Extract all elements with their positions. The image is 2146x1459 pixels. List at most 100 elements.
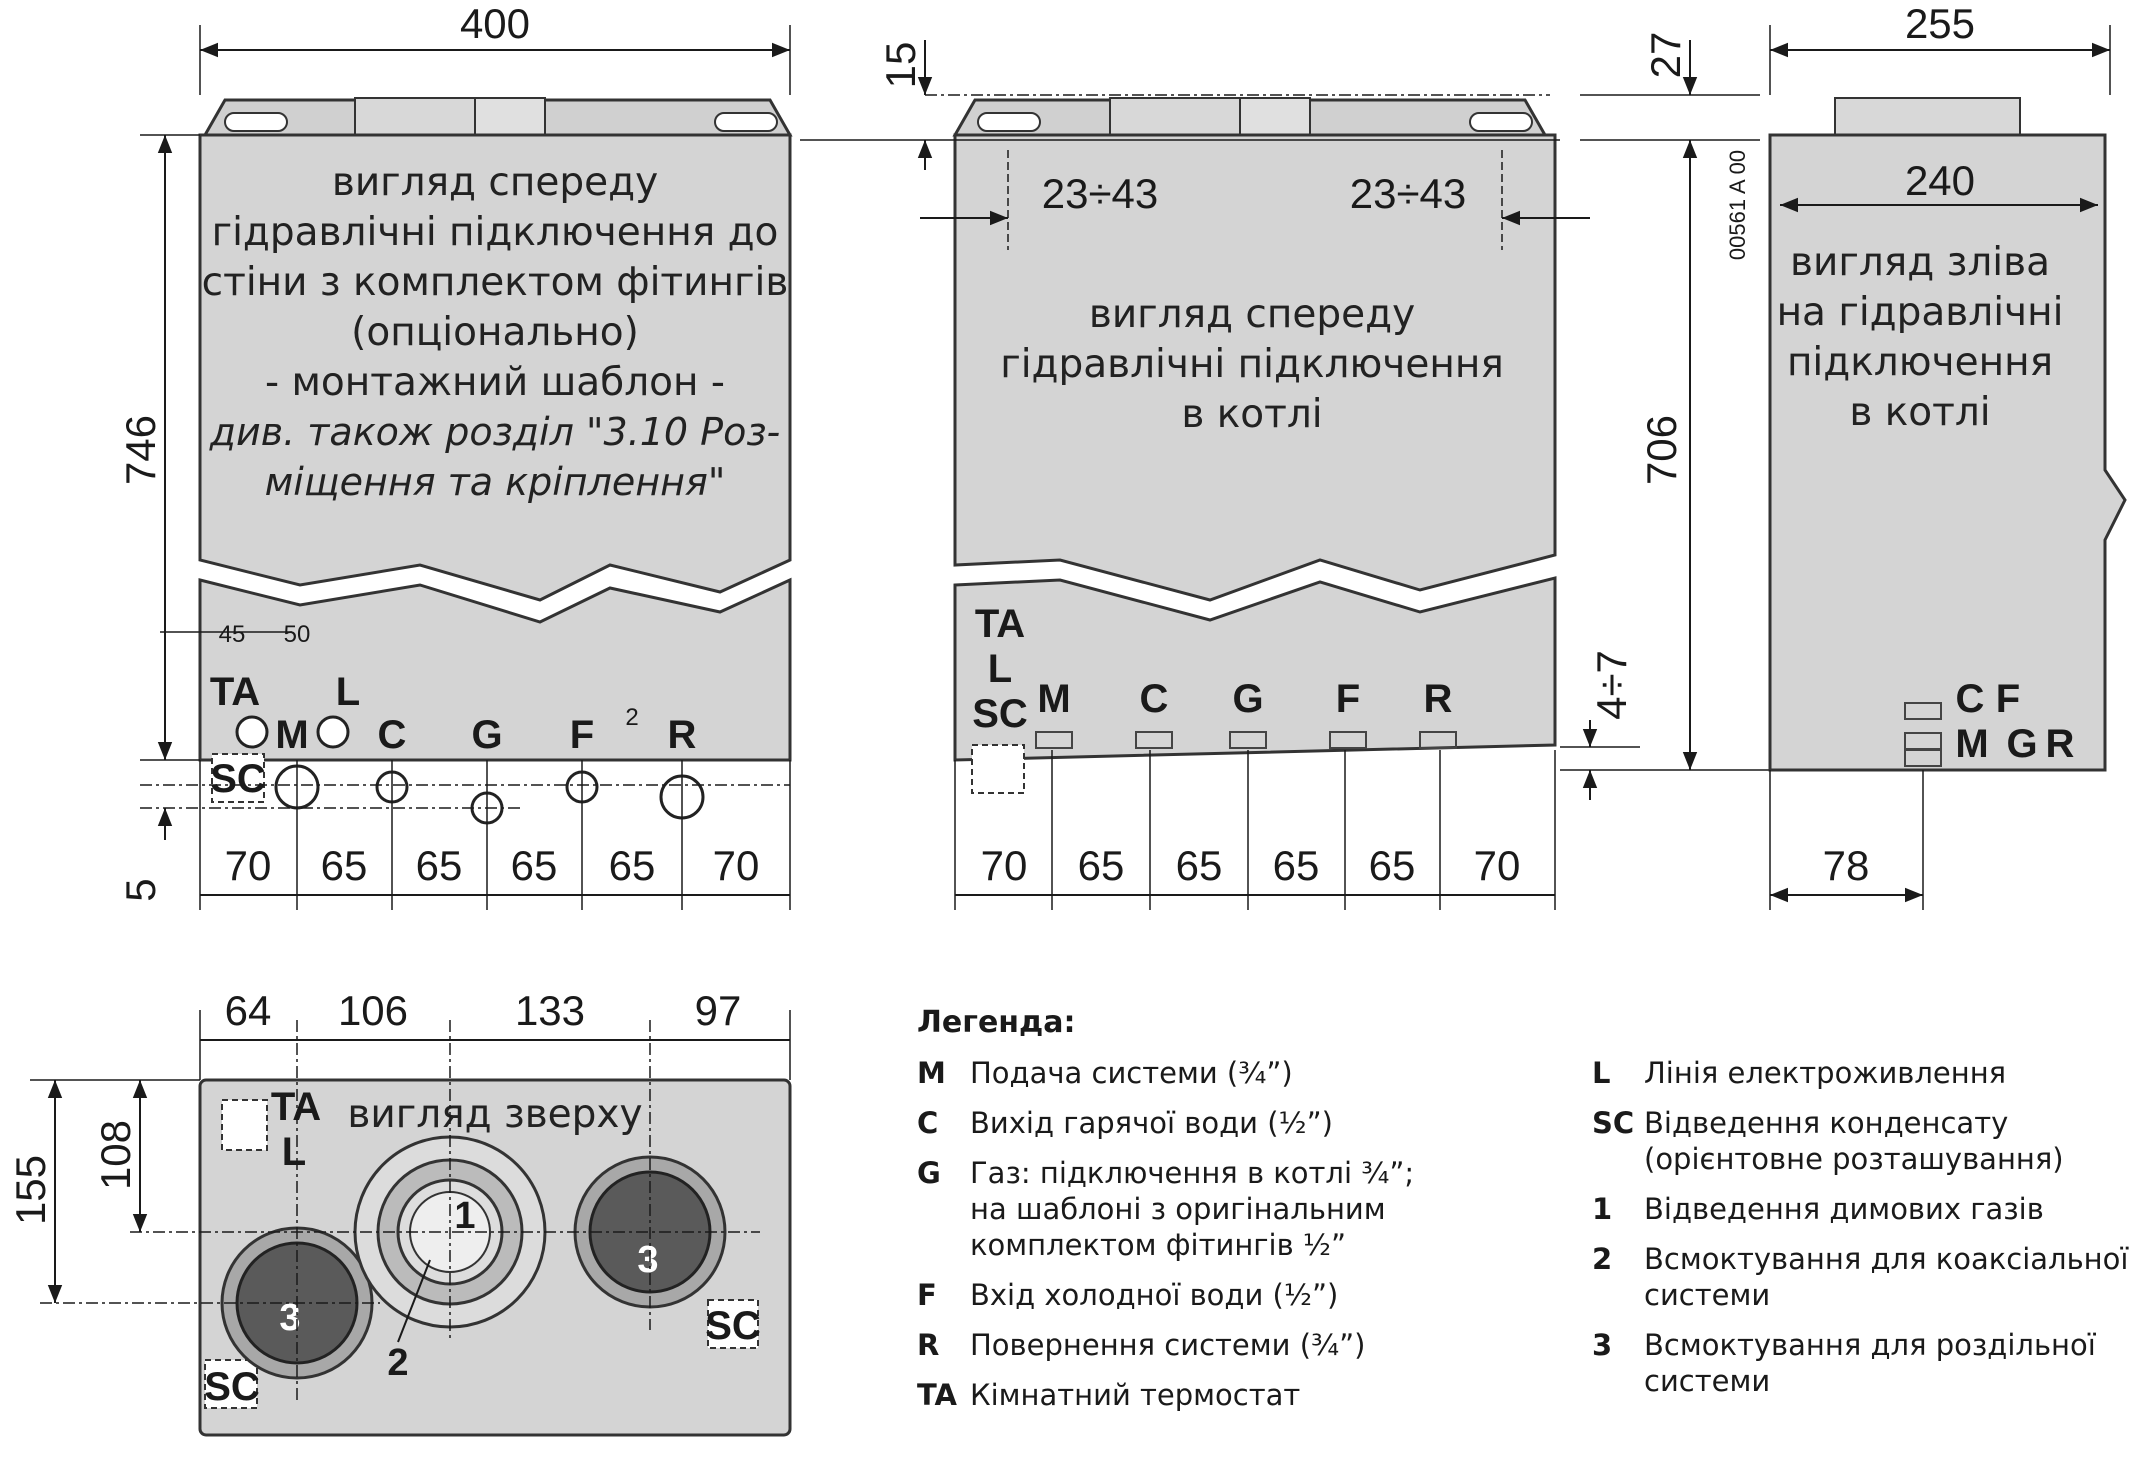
- legend-code: L: [1592, 1056, 1611, 1090]
- legend-text: Всмоктування для роздільної системи: [1644, 1328, 2096, 1398]
- label-ta-4: TA: [271, 1085, 321, 1129]
- label-c-3: C: [1956, 677, 1985, 721]
- legend-item-ta: TA Кімнатний термостат: [917, 1377, 1437, 1413]
- dim-spacing-boiler-3: 65: [1176, 842, 1223, 889]
- dim-small-45: 45: [219, 621, 246, 648]
- dim-bracket-right: 23÷43: [1350, 170, 1466, 217]
- label-l-1: L: [336, 670, 360, 714]
- legend-right-column: L Лінія електроживлення SC Відведення ко…: [1592, 1055, 2146, 1413]
- dim-top-spacing-1: 64: [225, 987, 272, 1034]
- legend-item-f: F Вхід холодної води (½”): [917, 1277, 1437, 1313]
- front-template-view: вигляд спереду гідравлічні підключення д…: [117, 0, 793, 910]
- front-boiler-title-line-2: гідравлічні підключення: [1000, 342, 1504, 387]
- dim-height-front: 746: [117, 415, 164, 485]
- left-side-view: вигляд зліва на гідравлічні підключення …: [1725, 0, 2127, 910]
- label-r-3: R: [2046, 722, 2075, 766]
- dim-depth-side: 255: [1905, 0, 1975, 47]
- top-view-title: вигляд зверху: [347, 1092, 642, 1137]
- dim-spacing-template-1: 70: [225, 842, 272, 889]
- legend-left-column: M Подача системи (¾”) C Вихід гарячої во…: [917, 1055, 1437, 1427]
- left-view-title-line-1: вигляд зліва: [1790, 240, 2050, 285]
- dim-top-spacing-3: 133: [515, 987, 585, 1034]
- dim-spacing-boiler-6: 70: [1474, 842, 1521, 889]
- dim-spacing-boiler-2: 65: [1078, 842, 1125, 889]
- label-sc-1: SC: [210, 757, 266, 801]
- label-f-1: F: [570, 713, 594, 757]
- dim-top-spacing-2: 106: [338, 987, 408, 1034]
- label-c-1: C: [378, 713, 407, 757]
- label-g-2: G: [1232, 677, 1263, 721]
- label-ta-1: TA: [210, 670, 260, 714]
- label-three-right: 3: [637, 1239, 658, 1281]
- legend-text: Повернення системи (¾”): [970, 1328, 1366, 1362]
- label-two: 2: [387, 1342, 408, 1384]
- legend-text: Вихід гарячої води (½”): [970, 1106, 1333, 1140]
- left-view-title-line-2: на гідравлічні: [1777, 290, 2064, 335]
- dim-bracket-left: 23÷43: [1042, 170, 1158, 217]
- dim-top-155: 155: [7, 1155, 54, 1225]
- legend-item-2: 2 Всмоктування для коаксіальної системи: [1592, 1241, 2146, 1313]
- dim-spacing-boiler-1: 70: [981, 842, 1028, 889]
- front-boiler-title-line-1: вигляд спереду: [1089, 292, 1415, 337]
- figure-code: 00561 A 00: [1725, 150, 1750, 260]
- legend-code: C: [917, 1106, 939, 1140]
- legend-code: M: [917, 1056, 946, 1090]
- label-sc-2: SC: [972, 692, 1028, 736]
- legend-code: 2: [1592, 1242, 1613, 1276]
- front-template-title-line-4: (опціонально): [351, 310, 639, 355]
- legend-text: Кімнатний термостат: [970, 1378, 1301, 1412]
- dim-spacing-boiler-4: 65: [1273, 842, 1320, 889]
- front-template-title-line-1: вигляд спереду: [332, 160, 658, 205]
- legend-code: TA: [917, 1378, 957, 1412]
- legend-code: 3: [1592, 1328, 1613, 1362]
- dim-small-2: 2: [625, 704, 638, 731]
- legend-code: 1: [1592, 1192, 1613, 1226]
- legend-code: R: [917, 1328, 940, 1362]
- top-view: вигляд зверху TA L SC SC 1 2 3 3 64 106 …: [7, 987, 792, 1437]
- label-m-1: M: [275, 713, 308, 757]
- dim-spacing-template-5: 65: [609, 842, 656, 889]
- legend-item-g: G Газ: підключення в котлі ¾”; на шаблон…: [917, 1155, 1437, 1263]
- label-c-2: C: [1140, 677, 1169, 721]
- dim-top-offset: 15: [877, 42, 924, 89]
- front-template-note-line-2: міщення та кріплення": [265, 460, 726, 504]
- legend-text: Всмоктування для коаксіальної системи: [1644, 1242, 2129, 1312]
- label-ta-2: TA: [975, 602, 1025, 646]
- label-g-3: G: [2006, 722, 2037, 766]
- legend-code: G: [917, 1156, 941, 1190]
- label-one: 1: [454, 1195, 475, 1237]
- legend-text: Лінія електроживлення: [1644, 1056, 2007, 1090]
- dim-side-78: 78: [1823, 842, 1870, 889]
- dim-top-spacing-4: 97: [695, 987, 742, 1034]
- label-m-3: M: [1955, 722, 1988, 766]
- dim-spacing-template-4: 65: [511, 842, 558, 889]
- legend-item-r: R Повернення системи (¾”): [917, 1327, 1437, 1363]
- legend-text: Газ: підключення в котлі ¾”; на шаблоні …: [970, 1156, 1415, 1262]
- dim-spacing-boiler-5: 65: [1369, 842, 1416, 889]
- label-r-1: R: [668, 713, 697, 757]
- dim-depth-inner: 240: [1905, 157, 1975, 204]
- dim-offset-4-7: 4÷7: [1588, 650, 1635, 720]
- legend-code: SC: [1592, 1106, 1635, 1140]
- dim-offset-27: 27: [1642, 32, 1689, 79]
- legend-item-1: 1 Відведення димових газів: [1592, 1191, 2146, 1227]
- legend-item-l: L Лінія електроживлення: [1592, 1055, 2146, 1091]
- dim-small-50: 50: [284, 621, 311, 648]
- label-r-2: R: [1424, 677, 1453, 721]
- front-template-title-line-3: стіни з комплектом фітингів: [202, 260, 789, 305]
- front-template-title-line-5: - монтажний шаблон -: [265, 360, 725, 405]
- label-l-4: L: [282, 1130, 306, 1174]
- front-template-title-line-2: гідравлічні підключення до: [212, 210, 779, 255]
- dim-spacing-template-2: 65: [321, 842, 368, 889]
- legend-text: Відведення конденсату (орієнтовне розташ…: [1644, 1106, 2064, 1176]
- label-sc-4: SC: [204, 1365, 260, 1409]
- label-g-1: G: [471, 713, 502, 757]
- left-view-title-line-3: підключення: [1787, 340, 2053, 385]
- legend-item-m: M Подача системи (¾”): [917, 1055, 1437, 1091]
- label-three-left: 3: [279, 1297, 300, 1339]
- label-f-2: F: [1336, 677, 1360, 721]
- dim-top-108: 108: [92, 1120, 139, 1190]
- label-sc-5: SC: [705, 1304, 761, 1348]
- label-f-3: F: [1996, 677, 2020, 721]
